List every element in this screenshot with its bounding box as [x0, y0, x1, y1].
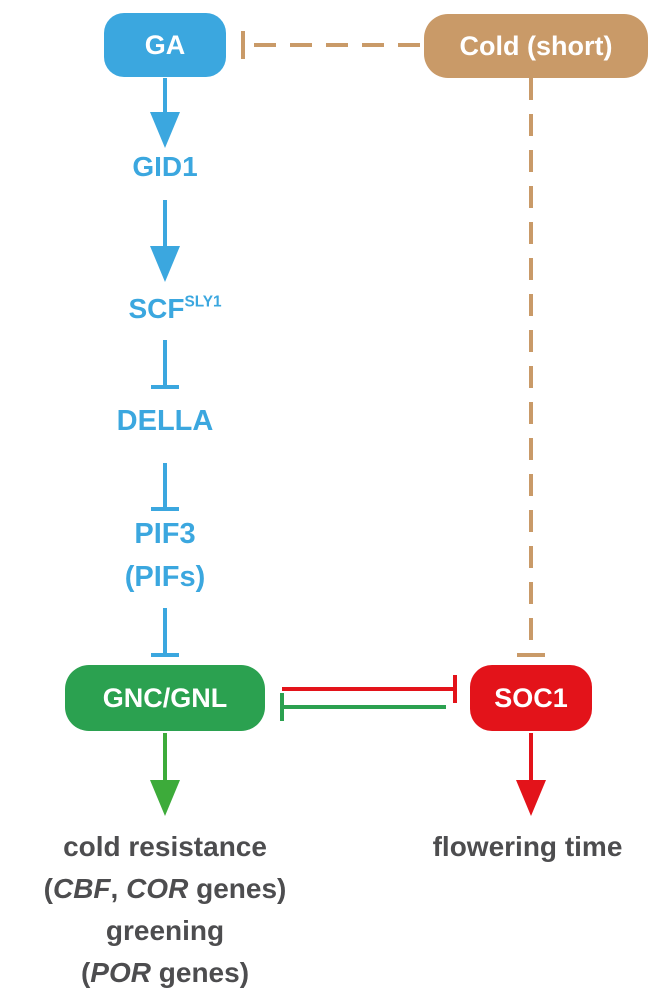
cold-resistance-output: cold resistance (CBF, COR genes) greenin… [5, 826, 325, 994]
edge-gnc-inhibits-soc1 [282, 675, 457, 703]
pif3-label: PIF3 [95, 518, 235, 551]
cbf-gene: CBF [52, 873, 111, 904]
cold-resistance-line: cold resistance [63, 831, 267, 862]
scf-text: SCF [128, 293, 185, 324]
edge-cold-inhibits-soc1 [517, 78, 545, 657]
cor-gene: COR [126, 873, 189, 904]
por-genes-line: (POR genes) [5, 952, 325, 994]
soc1-node: SOC1 [470, 665, 592, 731]
edge-soc1-inhibits-gnc [280, 693, 446, 721]
edge-gid1-to-scf [150, 200, 180, 282]
edge-cold-inhibits-ga [241, 31, 420, 59]
edge-gnc-to-cold-resistance [150, 733, 180, 816]
edge-pifs-inhibits-gnc [151, 608, 179, 657]
open-paren-1: ( [43, 873, 53, 904]
open-paren-2: ( [80, 957, 91, 988]
scf-sly1-label: SCFSLY1 [85, 293, 265, 325]
della-label: DELLA [85, 405, 245, 438]
flowering-time-text: flowering time [432, 831, 623, 862]
della-text: DELLA [116, 405, 214, 437]
genes-close-1: genes) [188, 873, 287, 904]
edge-ga-to-gid1 [150, 78, 180, 148]
pif3-text: PIF3 [134, 518, 196, 550]
genes-close-2: genes) [150, 957, 250, 988]
edge-scf-inhibits-della [151, 340, 179, 389]
soc1-label: SOC1 [494, 682, 568, 713]
pifs-text: (PIFs) [124, 561, 206, 593]
gnc-gnl-label: GNC/GNL [102, 682, 228, 713]
cold-short-label: Cold (short) [459, 30, 613, 61]
edge-soc1-to-flowering-time [516, 733, 546, 816]
edge-della-inhibits-pif3 [151, 463, 179, 511]
cold-short-node: Cold (short) [424, 14, 648, 78]
por-gene: POR [90, 957, 151, 988]
greening-line: greening [105, 915, 225, 946]
sly1-superscript: SLY1 [184, 293, 222, 311]
flowering-time-output: flowering time [400, 826, 655, 868]
ga-node: GA [104, 13, 226, 77]
comma: , [110, 873, 127, 904]
pifs-label: (PIFs) [85, 561, 245, 594]
gnc-gnl-node: GNC/GNL [65, 665, 265, 731]
cbf-cor-genes-line: (CBF, COR genes) [5, 868, 325, 910]
gid1-text: GID1 [132, 151, 198, 182]
gid1-label: GID1 [95, 151, 235, 183]
ga-label: GA [144, 29, 186, 60]
